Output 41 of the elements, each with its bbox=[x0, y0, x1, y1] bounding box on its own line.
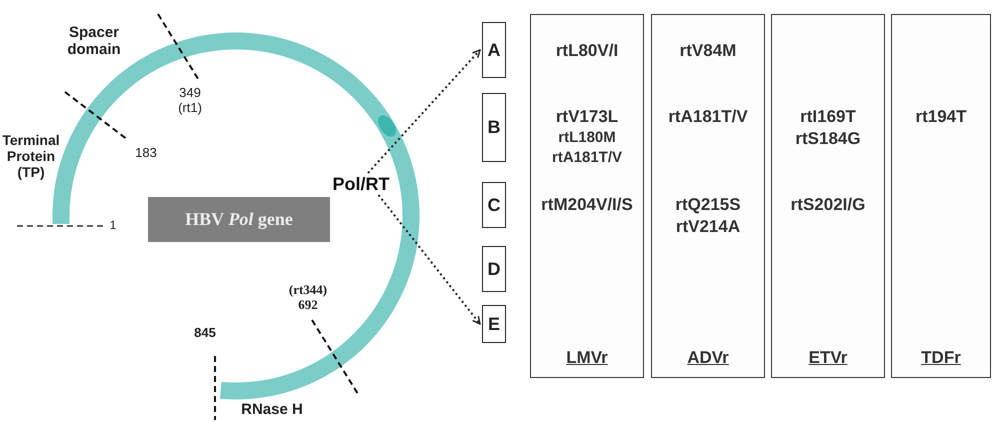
table-column bbox=[771, 14, 885, 378]
mutation-label: rtQ215S bbox=[674, 195, 742, 215]
gene-name: HBV Pol gene bbox=[185, 209, 293, 230]
text-label: Terminal Protein (TP) bbox=[1, 132, 61, 180]
mutation-label: rtL80V/I bbox=[554, 41, 620, 61]
region-letter: D bbox=[488, 258, 500, 280]
mutation-label: rtS184G bbox=[794, 129, 862, 149]
column-heading: ADVr bbox=[686, 348, 730, 368]
region-box bbox=[482, 22, 506, 78]
region-letter: A bbox=[488, 40, 500, 60]
mutation-label: rtA181T/V bbox=[667, 107, 749, 127]
table-column bbox=[651, 14, 765, 378]
mutation-label: rtV84M bbox=[678, 41, 738, 61]
text-label: 183 bbox=[134, 146, 158, 161]
mutation-label: rtI169T bbox=[799, 107, 857, 127]
text-label: 1 bbox=[108, 219, 118, 233]
domain-label: Pol/RT bbox=[326, 173, 396, 195]
text-label: 845 bbox=[193, 326, 217, 341]
column-heading: ETVr bbox=[808, 348, 848, 368]
mutation-label: rtS202I/G bbox=[790, 195, 866, 215]
table-column bbox=[530, 14, 644, 378]
mutation-label: rtM204V/I/S bbox=[540, 195, 634, 215]
column-heading: LMVr bbox=[565, 348, 609, 368]
text-label: (rt344) 692 bbox=[288, 283, 328, 313]
mutation-label: rtV214A bbox=[674, 217, 742, 237]
region-box bbox=[482, 246, 506, 292]
text-label: Spacer domain bbox=[66, 24, 122, 58]
mutation-label: rt194T bbox=[914, 107, 968, 127]
mutation-label: rtL180M bbox=[557, 129, 617, 146]
column-heading: TDFr bbox=[920, 348, 962, 368]
region-box bbox=[482, 305, 506, 343]
region-letter: E bbox=[488, 314, 500, 334]
region-letter: C bbox=[488, 194, 500, 216]
mutation-label: rtA181T/V bbox=[550, 149, 624, 166]
mutation-label: rtV173L bbox=[554, 107, 620, 127]
region-letter: B bbox=[488, 117, 500, 138]
text-label: 349 (rt1) bbox=[177, 86, 203, 116]
region-box bbox=[482, 182, 506, 228]
table-column bbox=[891, 14, 991, 378]
text-label: RNase H bbox=[240, 401, 304, 418]
region-box bbox=[482, 93, 506, 162]
